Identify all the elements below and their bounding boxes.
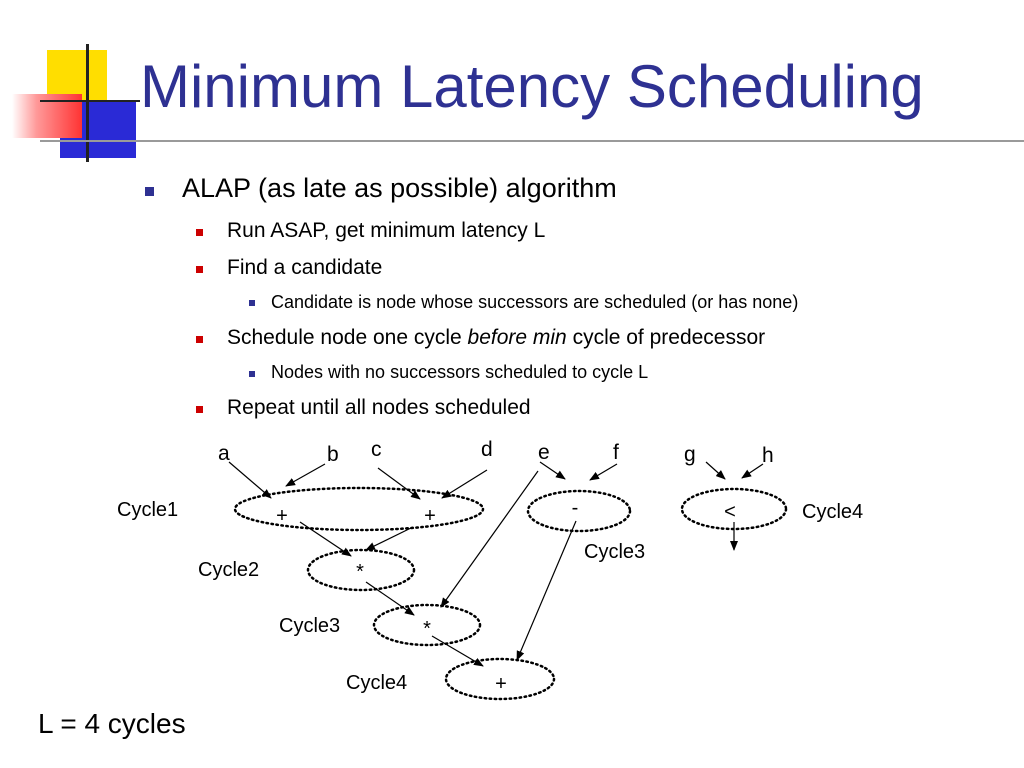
op-add3: + <box>495 673 507 695</box>
title-underline <box>40 140 1024 142</box>
input-f: f <box>613 441 619 464</box>
edge-d-add2 <box>441 469 488 499</box>
edge-mul2-add3 <box>431 635 484 667</box>
input-c: c <box>371 438 382 461</box>
op-add2: + <box>424 505 436 527</box>
bullet-alap: ALAP (as late as possible) algorithm <box>182 173 617 203</box>
schedule-text-end: cycle of predecessor <box>566 326 766 349</box>
edge-add1-mul1 <box>299 521 352 557</box>
bullet-marker <box>196 266 203 273</box>
edge-a-add1 <box>228 461 272 499</box>
input-b: b <box>327 443 339 466</box>
bullet-marker <box>196 336 203 343</box>
node-mul2-ellipse <box>372 603 482 647</box>
edge-e-mul2 <box>440 470 539 608</box>
op-lt: < <box>724 501 736 523</box>
edge-f-sub <box>589 463 618 481</box>
input-h: h <box>762 444 774 467</box>
input-d: d <box>481 438 493 461</box>
node-add3-ellipse <box>444 657 556 701</box>
edge-h-lt <box>741 463 764 479</box>
node-cycle1-ellipse <box>233 486 485 532</box>
bullet-no-successors: Nodes with no successors scheduled to cy… <box>271 362 649 382</box>
op-add1: + <box>276 505 288 527</box>
decor-vertical-line <box>86 44 89 162</box>
latency-result: L = 4 cycles <box>38 708 186 739</box>
bullet-marker <box>249 371 255 377</box>
bullet-repeat: Repeat until all nodes scheduled <box>227 396 531 419</box>
bullet-find-candidate: Find a candidate <box>227 256 383 279</box>
op-sub: - <box>572 497 579 519</box>
schedule-text-emphasis: before min <box>467 326 567 349</box>
node-sub-ellipse <box>526 489 632 533</box>
cycle-label-sub: Cycle3 <box>584 541 645 563</box>
edge-b-add1 <box>285 463 326 487</box>
input-a: a <box>218 442 230 465</box>
cycle-label-1: Cycle1 <box>117 499 178 521</box>
cycle-label-lt: Cycle4 <box>802 501 863 523</box>
bullet-marker <box>145 187 154 196</box>
bullet-run-asap: Run ASAP, get minimum latency L <box>227 219 546 242</box>
schedule-text-start: Schedule node one cycle <box>227 326 468 349</box>
bullet-marker <box>196 229 203 236</box>
edge-c-add2 <box>377 467 421 500</box>
op-mul1: * <box>356 561 364 583</box>
op-mul2: * <box>423 618 431 640</box>
edge-e-sub <box>539 461 566 480</box>
bullet-candidate-definition: Candidate is node whose successors are s… <box>271 292 799 312</box>
cycle-label-3: Cycle3 <box>279 615 340 637</box>
bullet-schedule-node: Schedule node one cycle before min cycle… <box>227 326 765 350</box>
node-mul1-ellipse <box>306 548 416 592</box>
cycle-label-4: Cycle4 <box>346 672 407 694</box>
decor-horizontal-line <box>40 100 140 102</box>
input-e: e <box>538 441 550 464</box>
edge-add2-mul1 <box>365 526 414 551</box>
slide-title: Minimum Latency Scheduling <box>140 53 924 120</box>
edge-mul1-mul2 <box>365 581 415 616</box>
bullet-marker <box>249 300 255 306</box>
input-g: g <box>684 443 696 466</box>
bullet-marker <box>196 406 203 413</box>
edge-sub-add3 <box>516 520 577 661</box>
edge-g-lt <box>705 461 726 480</box>
cycle-label-2: Cycle2 <box>198 559 259 581</box>
